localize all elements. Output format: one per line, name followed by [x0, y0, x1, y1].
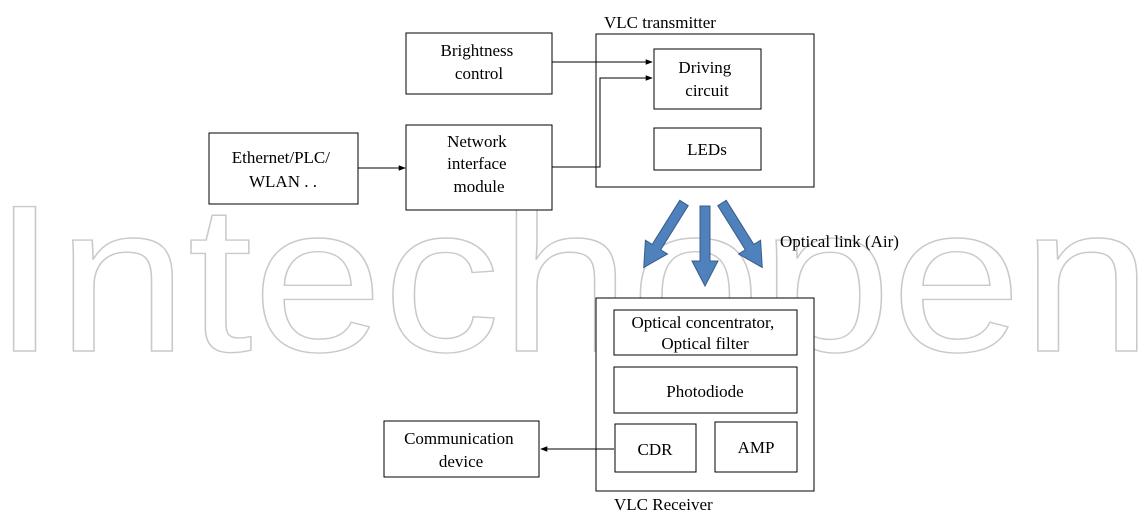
cdr-block [614, 423, 697, 473]
photodiode-label: Photodiode [666, 382, 743, 401]
optical-link-label: Optical link (Air) [780, 232, 899, 251]
driving-circuit-label: Driving circuit [678, 58, 735, 100]
network-interface-module-block [405, 124, 553, 211]
communication-device-block [383, 420, 540, 478]
brightness-control-block [405, 32, 553, 95]
network-to-driving-arrow [552, 75, 653, 168]
ethernet-plc-wlan-label: Ethernet/PLC/ WLAN . . [232, 148, 334, 191]
communication-device-label: Communication device [404, 429, 518, 471]
vlc-receiver-label: VLC Receiver [614, 495, 713, 514]
leds-block [653, 127, 762, 171]
ethernet-plc-wlan-block [208, 132, 359, 205]
photodiode-block [613, 366, 798, 414]
optical-beam-left [643, 199, 689, 269]
vlc-transmitter-label: VLC transmitter [604, 13, 716, 32]
watermark: Intechopen [0, 161, 1145, 396]
optical-beam-center [691, 205, 719, 288]
optical-beam-right [717, 199, 763, 269]
brightness-control-label: Brightness control [441, 41, 518, 83]
leds-label: LEDs [687, 140, 727, 159]
amp-label: AMP [738, 438, 775, 457]
amp-block [714, 421, 798, 473]
optical-concentrator-block [613, 309, 798, 356]
driving-circuit-block [653, 48, 762, 110]
optical-concentrator-label: Optical concentrator, Optical filter [631, 313, 778, 353]
cdr-label: CDR [638, 440, 674, 459]
network-interface-module-label: Network interface module [447, 132, 511, 196]
